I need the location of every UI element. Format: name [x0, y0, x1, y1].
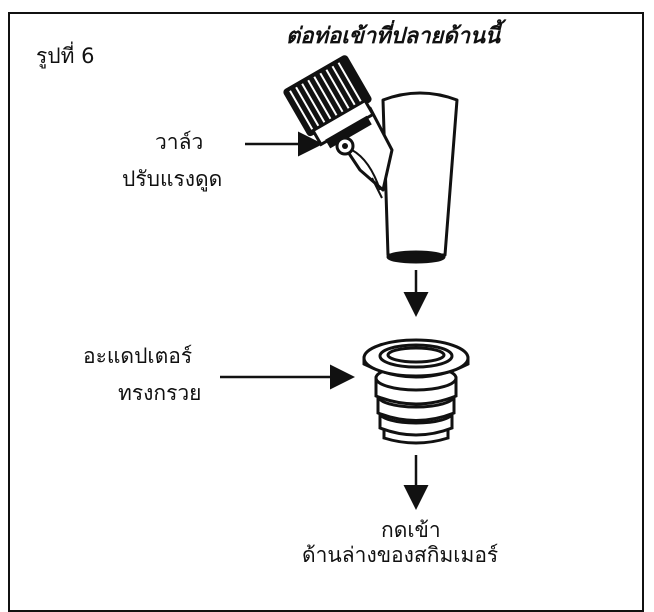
figure-label: รูปที่ 6	[36, 44, 95, 68]
valve-label-line1: วาล์ว	[155, 130, 204, 154]
valve-label-line2: ปรับแรงดูด	[122, 167, 223, 191]
instruction-diagram: รูปที่ 6 ต่อท่อเข้าที่ปลายด้านนี้ วาล์ว …	[8, 12, 644, 612]
diagram-drawing	[220, 55, 470, 510]
valve-knob-icon	[283, 55, 376, 149]
bottom-label-line1: กดเข้า	[381, 518, 441, 542]
connect-hose-note: ต่อท่อเข้าที่ปลายด้านนี้	[286, 24, 501, 49]
adapter-label-line2: ทรงกรวย	[118, 381, 202, 405]
cone-adapter-icon	[362, 338, 470, 445]
bottom-label-line2: ด้านล่างของสกิมเมอร์	[302, 543, 499, 567]
adapter-label-line1: อะแดปเตอร์	[83, 344, 193, 368]
